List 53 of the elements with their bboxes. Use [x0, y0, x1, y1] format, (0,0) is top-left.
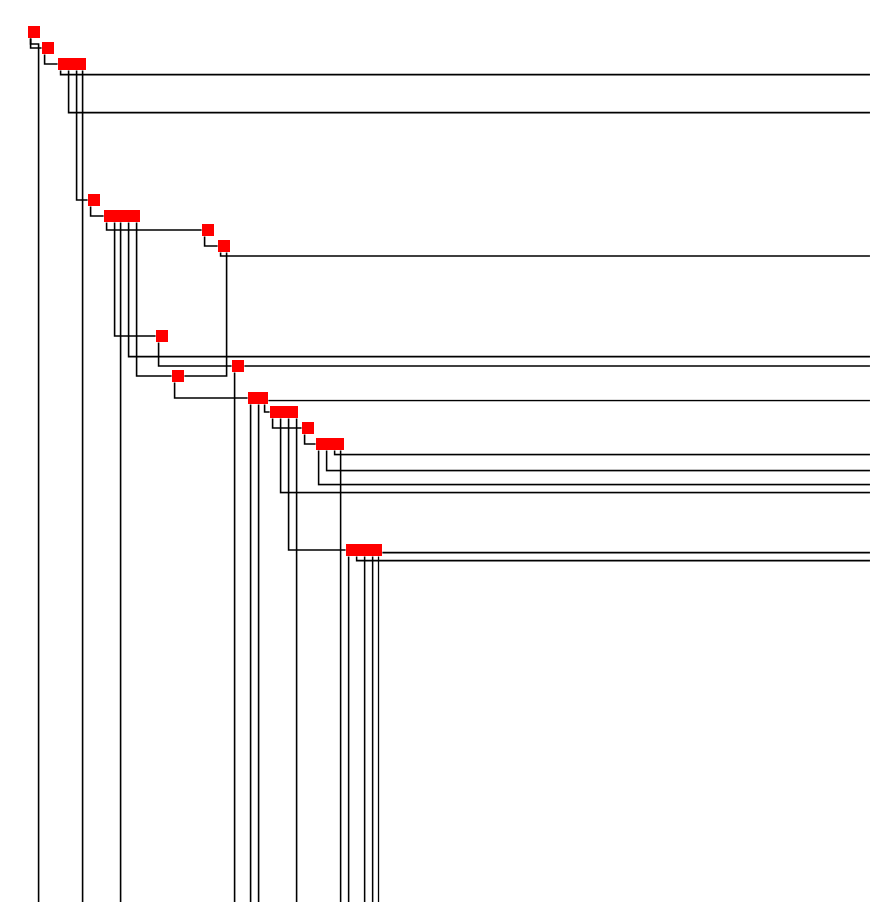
wire: [233, 371, 236, 902]
wire: [303, 433, 317, 445]
wire: [43, 53, 59, 65]
wire: [371, 555, 374, 902]
wire: [105, 221, 203, 231]
terminal-block: [202, 224, 214, 236]
terminal-block: [346, 544, 382, 556]
wire: [295, 417, 298, 902]
terminal-block: [302, 422, 314, 434]
terminal-block: [104, 210, 140, 222]
wire: [81, 69, 84, 902]
wire: [173, 381, 249, 399]
wire: [89, 205, 105, 217]
wire: [157, 341, 233, 367]
terminal-block: [232, 360, 244, 372]
wire: [287, 417, 347, 551]
wire: [135, 221, 173, 377]
wire: [257, 403, 260, 902]
wire: [339, 449, 342, 902]
wire: [381, 551, 870, 554]
wire: [317, 449, 870, 486]
terminal-block: [248, 392, 268, 404]
wire: [249, 403, 252, 902]
wire: [271, 417, 303, 429]
wire: [183, 251, 228, 377]
terminal-block: [316, 438, 344, 450]
wire: [67, 69, 870, 114]
wire: [59, 69, 870, 76]
wire: [29, 37, 40, 902]
terminal-block: [270, 406, 298, 418]
wire: [333, 449, 870, 456]
wire: [263, 403, 271, 413]
wire: [127, 221, 870, 358]
wire: [113, 221, 157, 337]
wire: [75, 69, 89, 201]
wire: [243, 365, 870, 367]
terminal-block: [42, 42, 54, 54]
terminal-block: [88, 194, 100, 206]
wire: [119, 221, 122, 902]
wire: [355, 555, 870, 562]
wire: [325, 449, 870, 472]
terminal-block: [156, 330, 168, 342]
wire: [347, 555, 350, 902]
terminal-block: [218, 240, 230, 252]
wire: [279, 417, 870, 494]
wire: [363, 555, 366, 902]
terminal-block: [28, 26, 40, 38]
wire: [203, 235, 219, 247]
terminal-block: [172, 370, 184, 382]
wire: [377, 555, 380, 902]
terminal-block: [58, 58, 86, 70]
wire: [267, 399, 870, 402]
wire: [219, 251, 870, 257]
